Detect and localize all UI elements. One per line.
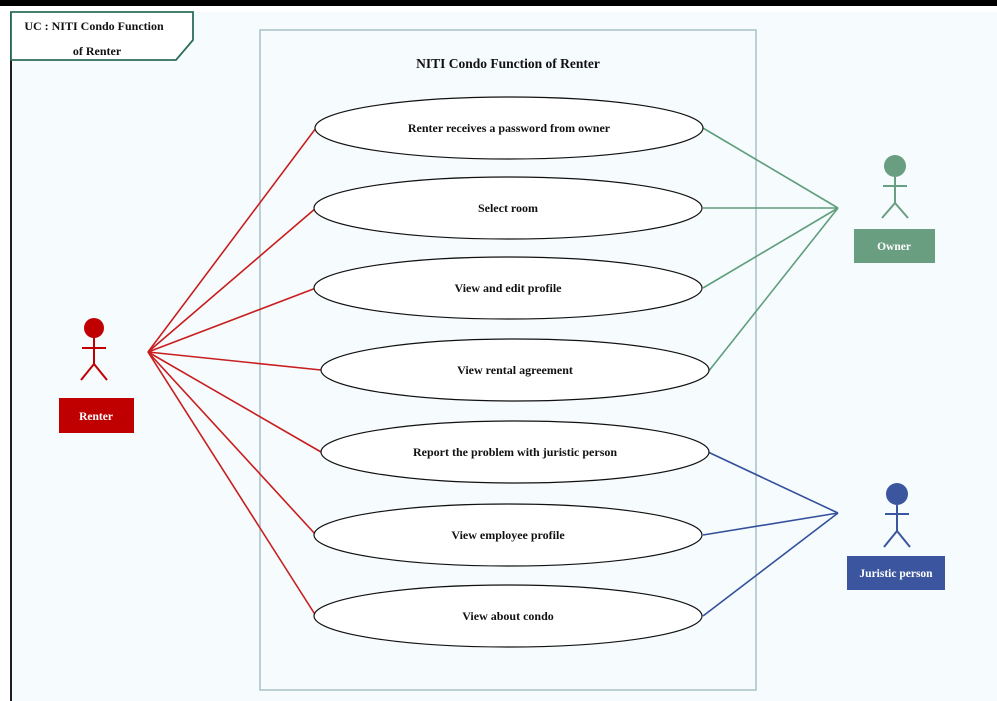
use-case-6-label: View employee profile — [451, 528, 565, 542]
renter-association-line-3 — [147, 287, 317, 353]
use-case-2[interactable]: Select room — [313, 176, 703, 240]
use-case-6[interactable]: View employee profile — [313, 503, 703, 567]
system-title: NITI Condo Function of Renter — [416, 56, 600, 71]
left-border — [10, 12, 12, 701]
juristic-associations — [702, 451, 839, 617]
owner-actor[interactable]: Owner — [854, 155, 935, 263]
renter-actor[interactable]: Renter — [59, 318, 134, 433]
system-boundary — [259, 29, 757, 691]
renter-association-line-2 — [147, 207, 317, 353]
use-case-4[interactable]: View rental agreement — [320, 338, 710, 402]
use-case-3[interactable]: View and edit profile — [313, 256, 703, 320]
owner-label: Owner — [877, 241, 911, 253]
frame-tab-line1: UC : NITI Condo Function — [24, 19, 164, 33]
use-case-5[interactable]: Report the problem with juristic person — [320, 420, 710, 484]
renter-association-line-6 — [147, 351, 317, 536]
renter-association-line-4 — [147, 351, 322, 371]
renter-label-box — [59, 398, 134, 433]
frame-tab-line2: of Renter — [73, 44, 122, 58]
use-case-1[interactable]: Renter receives a password from owner — [314, 96, 704, 160]
use-case-2-label: Select room — [478, 201, 538, 215]
frame-tab: UC : NITI Condo Function of Renter — [10, 11, 194, 61]
juristic-person-actor[interactable]: Juristic person — [847, 483, 945, 590]
owner-association-line-4 — [707, 207, 839, 373]
owner-stick-figure-icon — [881, 155, 909, 219]
renter-associations — [147, 127, 322, 617]
use-case-5-label: Report the problem with juristic person — [413, 445, 617, 459]
juristic-association-line-1 — [707, 451, 839, 514]
top-border — [0, 0, 997, 6]
juristic-label-box — [847, 556, 945, 590]
owner-label-box — [854, 229, 935, 263]
renter-association-line-5 — [147, 351, 322, 453]
use-case-3-label: View and edit profile — [455, 281, 563, 295]
owner-association-line-3 — [702, 207, 839, 289]
use-case-1-label: Renter receives a password from owner — [408, 121, 611, 135]
juristic-association-line-3 — [702, 512, 839, 617]
renter-stick-figure-icon — [80, 318, 108, 381]
use-case-7-label: View about condo — [462, 609, 554, 623]
juristic-stick-figure-icon — [883, 483, 911, 548]
juristic-label: Juristic person — [859, 568, 933, 580]
owner-association-line-1 — [702, 127, 839, 209]
owner-associations — [702, 127, 839, 373]
use-case-4-label: View rental agreement — [457, 363, 573, 377]
renter-association-line-1 — [147, 127, 317, 353]
juristic-association-line-2 — [702, 512, 839, 536]
renter-association-line-7 — [147, 351, 317, 617]
use-case-7[interactable]: View about condo — [313, 584, 703, 648]
renter-label: Renter — [79, 411, 113, 423]
